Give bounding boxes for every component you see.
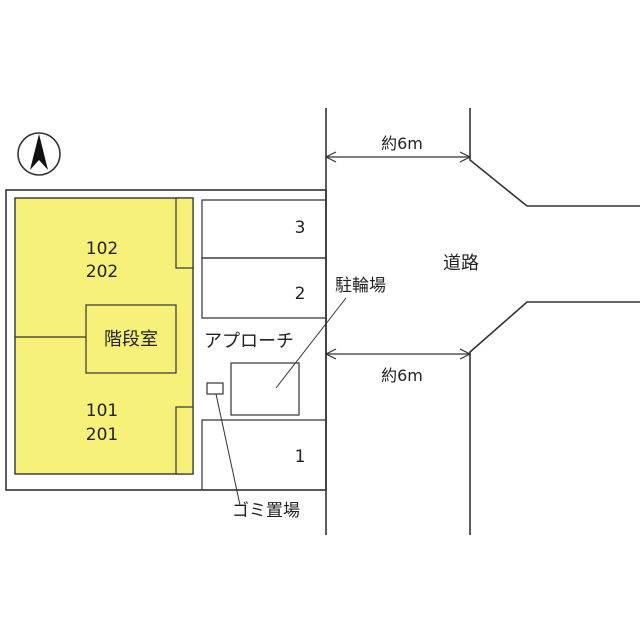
dimension-top-arrow: [324, 151, 472, 163]
unit-label-101: 101: [86, 401, 118, 421]
parking-space-1-label: 1: [295, 447, 306, 467]
bicycle-parking-box: [230, 362, 300, 416]
garbage-area-label: ゴミ置場: [232, 500, 300, 521]
stairwell-label: 階段室: [104, 329, 158, 350]
dimension-top-label: 約6m: [381, 134, 423, 153]
bicycle-parking-label: 駐輪場: [335, 276, 386, 296]
north-arrow-icon: [17, 132, 61, 176]
road-edge-right-top: [469, 108, 640, 207]
unit-label-202: 202: [86, 262, 118, 282]
road-edge-right-bottom: [469, 301, 640, 535]
parking-space-1-box: [201, 419, 326, 490]
balcony-north: [175, 197, 194, 269]
dimension-bottom-arrow: [324, 348, 472, 360]
unit-label-102: 102: [86, 239, 118, 259]
balcony-south: [175, 406, 194, 475]
garbage-area-leader: [215, 393, 241, 506]
parking-space-3-label: 3: [295, 218, 306, 238]
stairwell-box: [85, 304, 177, 374]
parking-space-3-box: [201, 199, 326, 259]
approach-label: アプローチ: [204, 331, 294, 352]
garbage-area-box: [206, 382, 224, 395]
parking-space-2-box: [201, 257, 326, 319]
dimension-bottom-label: 約6m: [381, 366, 423, 385]
unit-label-201: 201: [86, 425, 118, 445]
parking-space-2-label: 2: [295, 284, 306, 304]
road-label: 道路: [443, 253, 479, 274]
bicycle-parking-leader: [275, 297, 347, 389]
